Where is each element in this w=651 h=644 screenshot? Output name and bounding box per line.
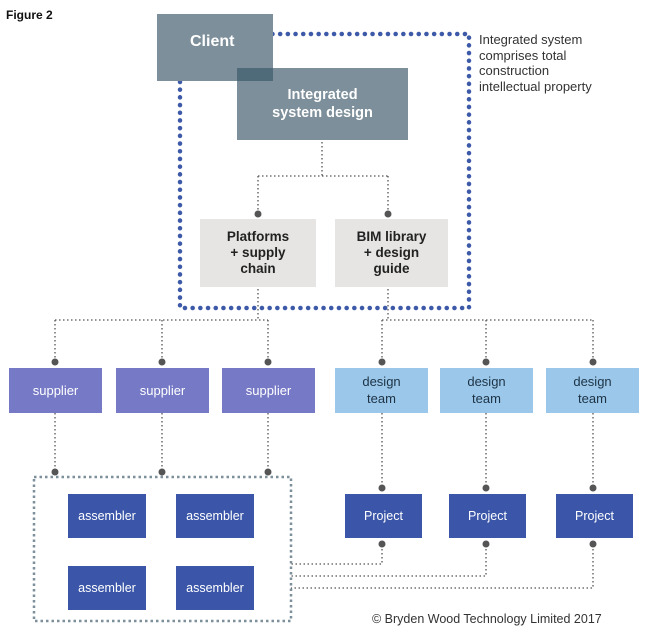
design-project-connector xyxy=(381,413,594,488)
client-isd-overlap xyxy=(237,68,273,81)
assembler-box: assembler xyxy=(176,494,254,538)
assembler-box: assembler xyxy=(176,566,254,610)
bim-connector xyxy=(381,289,594,362)
supplier-box: supplier xyxy=(9,368,102,413)
design-team-box: design team xyxy=(335,368,428,413)
supplier-box: supplier xyxy=(116,368,209,413)
project-box: Project xyxy=(449,494,526,538)
assembler-group-boundary xyxy=(32,475,293,623)
connector-dots xyxy=(51,210,597,548)
integrated-system-design-box: Integrated system design xyxy=(237,68,408,140)
supplier-box: supplier xyxy=(222,368,315,413)
project-box: Project xyxy=(345,494,422,538)
platforms-supply-chain-box: Platforms + supply chain xyxy=(200,219,316,287)
integrated-system-boundary xyxy=(177,31,472,311)
design-team-box: design team xyxy=(440,368,533,413)
isd-connector xyxy=(257,142,389,214)
boundary-note: Integrated system comprises total constr… xyxy=(479,32,592,94)
supplier-assembler-connector xyxy=(54,413,269,472)
design-team-box: design team xyxy=(546,368,639,413)
project-assembler-connector xyxy=(291,541,594,589)
platforms-connector xyxy=(54,289,269,362)
copyright-notice: © Bryden Wood Technology Limited 2017 xyxy=(372,612,602,626)
assembler-box: assembler xyxy=(68,566,146,610)
project-box: Project xyxy=(556,494,633,538)
figure-label: Figure 2 xyxy=(6,8,53,22)
assembler-box: assembler xyxy=(68,494,146,538)
bim-library-box: BIM library + design guide xyxy=(335,219,448,287)
